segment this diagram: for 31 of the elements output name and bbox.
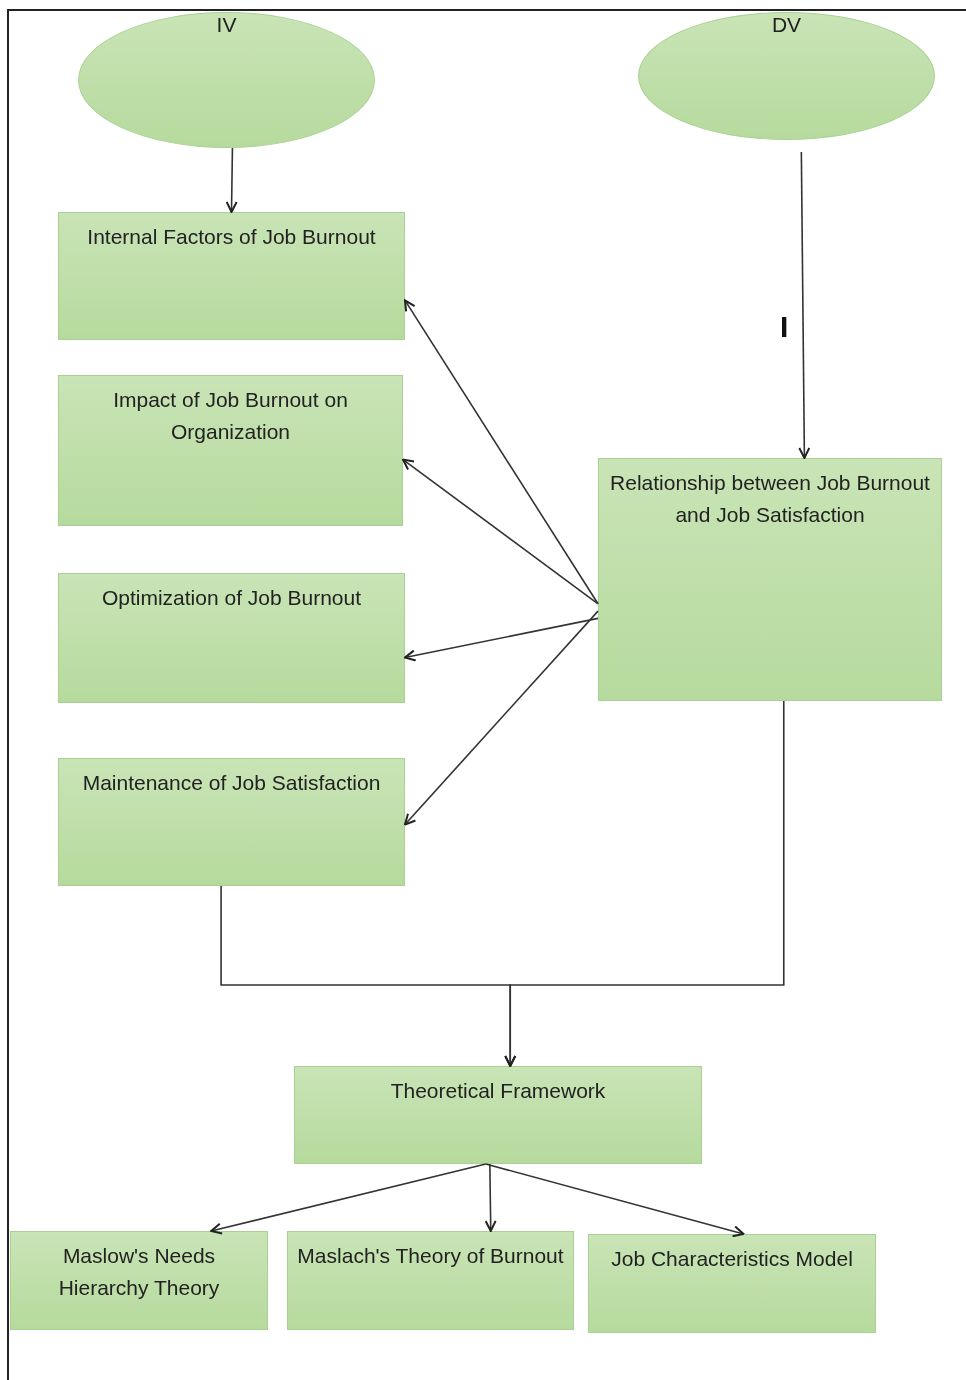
topic-box — [598, 458, 942, 701]
arrow — [484, 1163, 497, 1232]
topic-box — [10, 1231, 268, 1330]
arrow — [404, 610, 599, 826]
node-label: Job Characteristics Model — [610, 1246, 854, 1272]
node-label: IV — [215, 13, 238, 37]
node-label: Impact of Job Burnout on Organization — [112, 387, 349, 445]
topic-box — [58, 573, 405, 703]
node-label: Maslow's Needs Hierarchy Theory — [57, 1243, 221, 1301]
topic-box — [294, 1066, 702, 1164]
node-label: Theoretical Framework — [389, 1078, 607, 1104]
edge-label: I — [780, 312, 789, 342]
topic-box — [588, 1234, 876, 1333]
node-label: Relationship between Job Burnout and Job Satisfaction — [609, 470, 931, 528]
arrow — [402, 458, 599, 605]
arrow — [404, 299, 599, 605]
topic-box — [287, 1231, 574, 1330]
arrow — [484, 1163, 745, 1238]
arrow — [504, 700, 785, 1067]
node-label: Maslach's Theory of Burnout — [296, 1243, 565, 1269]
topic-box — [58, 212, 405, 340]
topic-box — [58, 375, 403, 526]
arrow — [798, 151, 811, 459]
arrow — [225, 147, 238, 213]
node-label: Maintenance of Job Satisfaction — [81, 770, 382, 796]
node-label: Optimization of Job Burnout — [100, 585, 363, 611]
topic-box — [58, 758, 405, 886]
arrow — [210, 1163, 487, 1235]
node-label: Internal Factors of Job Burnout — [86, 224, 377, 250]
node-label: DV — [770, 13, 803, 37]
arrow — [404, 617, 599, 662]
